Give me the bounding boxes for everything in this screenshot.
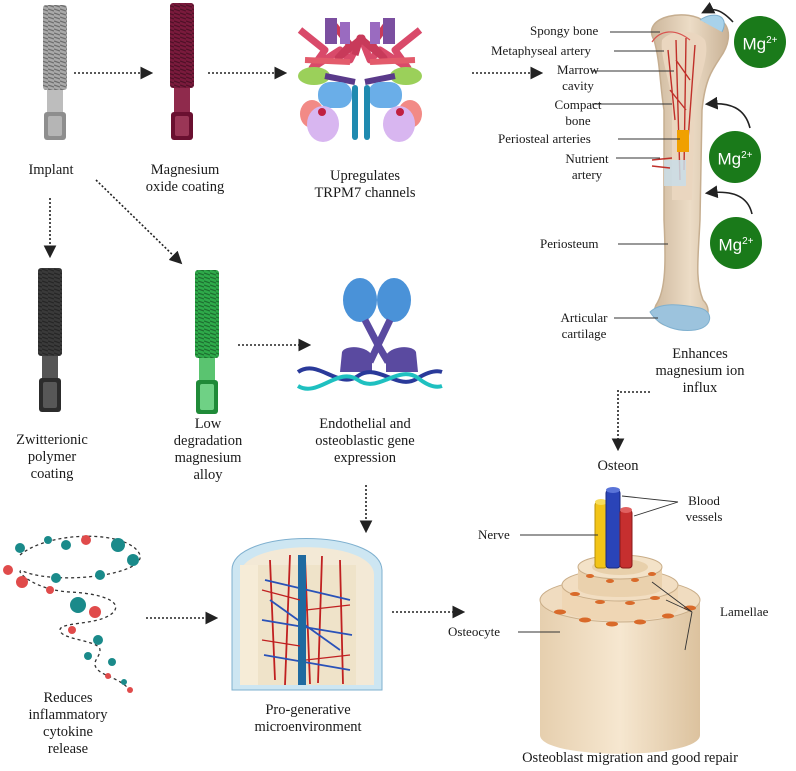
mg-ion-top-base: Mg xyxy=(742,34,767,54)
bone-label-compact-line2: bone xyxy=(565,113,591,128)
node-gene-line2: osteoblastic gene xyxy=(315,433,415,449)
osteon-illustration xyxy=(539,487,701,754)
node-cytokine-line2: inflammatory xyxy=(28,707,108,723)
trpm7-channel-illustration xyxy=(297,17,423,142)
osteon-label-nerve: Nerve xyxy=(478,527,510,542)
arrow-implant-to-alloy xyxy=(95,179,183,265)
node-cytokine: Reduces inflammatory cytokine release xyxy=(18,690,118,758)
node-alloy-line1: Low xyxy=(194,416,222,432)
osteon-label-osteocyte: Osteocyte xyxy=(448,624,500,639)
osteon-label-blood-line1: Blood xyxy=(688,493,720,508)
osteon-label-lamellae: Lamellae xyxy=(720,604,769,619)
microenvironment-illustration xyxy=(231,538,383,691)
mg-ion-bottom-label: Mg2+ xyxy=(708,233,764,254)
node-mg-oxide-line1: Magnesium xyxy=(150,162,220,178)
bone-label-periosteum: Periosteum xyxy=(540,236,599,251)
bone-label-marrow-line2: cavity xyxy=(562,78,594,93)
bone-label-nutrient: Nutrient artery xyxy=(556,151,618,183)
node-gene-line3: expression xyxy=(333,450,396,466)
node-mg-oxide-line2: oxide coating xyxy=(145,179,225,195)
node-influx-line2: magnesium ion xyxy=(655,363,745,379)
node-cytokine-line4: release xyxy=(47,741,89,757)
node-influx-line3: influx xyxy=(682,380,718,396)
bone-label-marrow-line1: Marrow xyxy=(557,62,599,77)
mg-ion-top-charge: 2+ xyxy=(766,35,778,46)
node-repair: Osteoblast migration and good repair xyxy=(522,750,738,766)
mg-ion-top-label: Mg2+ xyxy=(732,32,788,53)
node-trpm7: Upregulates TRPM7 channels xyxy=(300,168,430,202)
cytokine-spiral-illustration xyxy=(3,535,141,693)
bone-leader-lines xyxy=(592,31,680,319)
osteon-label-blood-line2: vessels xyxy=(685,509,723,524)
bone-label-periosteal: Periosteal arteries xyxy=(498,131,591,146)
mg-ion-middle xyxy=(704,96,761,183)
bone-label-compact: Compact bone xyxy=(548,97,608,129)
node-zwitter-line1: Zwitterionic xyxy=(16,432,88,448)
osteon-title: Osteon xyxy=(597,458,639,474)
mg-ion-middle-base: Mg xyxy=(717,149,742,169)
node-influx-line1: Enhances xyxy=(672,346,728,362)
node-trpm7-line2: TRPM7 channels xyxy=(314,185,416,201)
long-bone-illustration xyxy=(649,14,730,331)
mg-ion-bottom-charge: 2+ xyxy=(742,236,754,247)
node-cytokine-line1: Reduces xyxy=(43,690,93,706)
node-alloy-line2: degradation xyxy=(173,433,243,449)
mg-ion-top xyxy=(701,1,786,68)
node-alloy-line4: alloy xyxy=(193,467,223,483)
bone-label-spongy: Spongy bone xyxy=(530,23,599,38)
bone-label-articular-line1: Articular xyxy=(560,310,608,325)
gene-expression-illustration xyxy=(296,278,443,391)
flow-arrows xyxy=(43,66,625,625)
bone-label-compact-line1: Compact xyxy=(554,97,602,112)
node-cytokine-line3: cytokine xyxy=(43,724,93,740)
node-implant: Implant xyxy=(28,162,74,178)
node-mg-oxide: Magnesium oxide coating xyxy=(130,162,240,196)
bone-label-nutrient-line1: Nutrient xyxy=(565,151,609,166)
mg-ion-middle-label: Mg2+ xyxy=(707,147,763,168)
bone-label-articular: Articular cartilage xyxy=(546,310,622,342)
node-progen-line1: Pro-generative xyxy=(265,702,351,718)
osteon-label-blood: Blood vessels xyxy=(676,493,732,525)
implant-screw xyxy=(43,5,67,140)
zwitterionic-coated-screw xyxy=(38,268,62,412)
node-zwitter-line3: coating xyxy=(30,466,74,482)
mgo-coated-screw xyxy=(170,3,194,140)
node-alloy-line3: magnesium xyxy=(174,450,242,466)
bone-label-nutrient-line2: artery xyxy=(571,167,603,182)
mg-ion-bottom xyxy=(704,185,762,269)
bone-label-marrow: Marrow cavity xyxy=(548,62,608,94)
osteon-leader-lines xyxy=(518,495,693,651)
node-trpm7-line1: Upregulates xyxy=(329,168,401,184)
node-influx: Enhances magnesium ion influx xyxy=(640,346,760,397)
node-gene: Endothelial and osteoblastic gene expres… xyxy=(290,416,440,467)
node-alloy: Low degradation magnesium alloy xyxy=(160,416,256,484)
node-zwitter-line2: polymer xyxy=(27,449,77,465)
bone-label-metaphyseal: Metaphyseal artery xyxy=(491,43,591,58)
magnesium-alloy-screw xyxy=(195,270,219,414)
node-progen: Pro-generative microenvironment xyxy=(238,702,378,736)
mg-ion-middle-charge: 2+ xyxy=(741,150,753,161)
node-gene-line1: Endothelial and xyxy=(319,416,411,432)
mg-ion-bottom-base: Mg xyxy=(718,235,743,255)
node-zwitter: Zwitterionic polymer coating xyxy=(2,432,102,483)
node-progen-line2: microenvironment xyxy=(254,719,362,735)
bone-label-articular-line2: cartilage xyxy=(561,326,607,341)
